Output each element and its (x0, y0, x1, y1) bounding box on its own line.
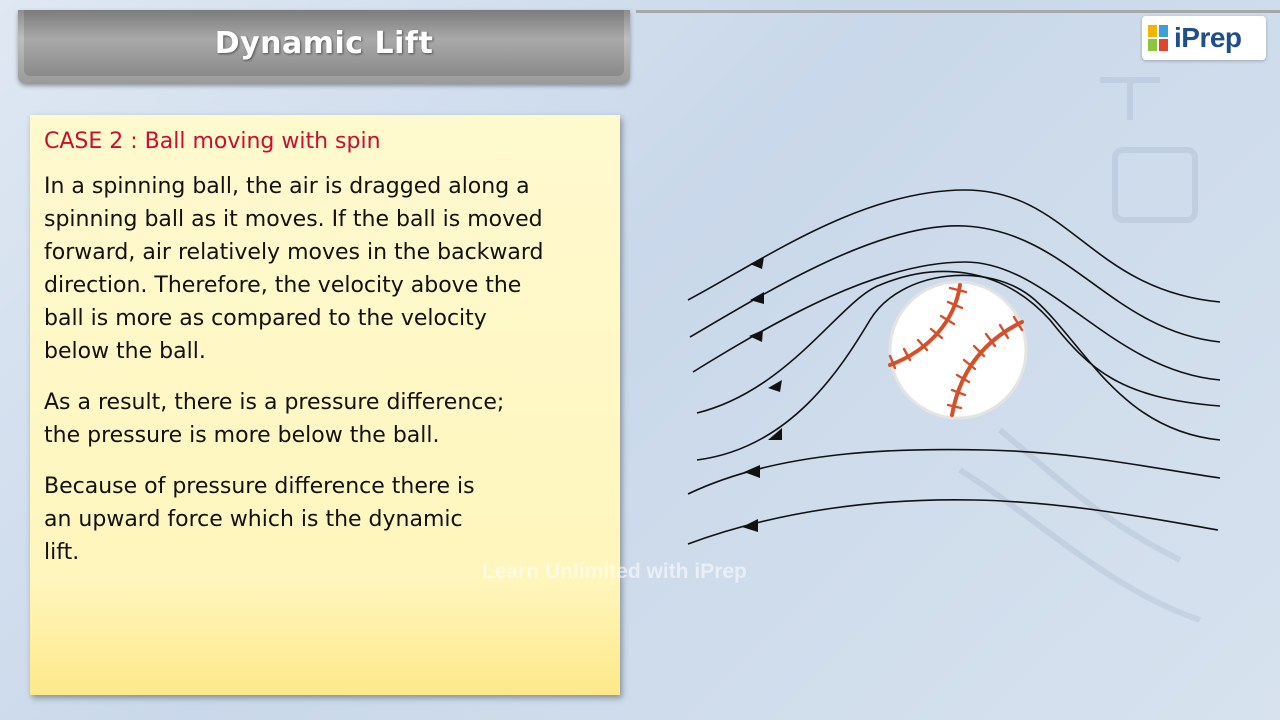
page-title: Dynamic Lift (214, 25, 434, 61)
paragraph-pressure: As a result, there is a pressure differe… (44, 390, 505, 448)
streamline-7 (687, 498, 1219, 545)
streamline-1 (687, 189, 1221, 303)
arrow-7-icon (742, 519, 758, 532)
case-title: CASE 2 : Ball moving with spin (44, 129, 381, 154)
arrow-4-icon (768, 380, 782, 392)
arrow-6-icon (744, 465, 760, 478)
iprep-logo-icon (1148, 25, 1170, 51)
arrow-1-icon (750, 257, 764, 269)
logo-text: iPrep (1174, 22, 1242, 53)
arrow-5-icon (768, 428, 782, 440)
streamline-5 (696, 274, 1221, 461)
baseball-icon (888, 280, 1028, 420)
header-rule (636, 10, 1280, 13)
watermark: Learn Unlimited with iPrep (482, 560, 747, 583)
paragraph-lift: Because of pressure difference there is … (44, 474, 475, 565)
iprep-logo: iPrep (1142, 16, 1266, 60)
streamline-2 (689, 225, 1221, 343)
streamline-6 (687, 448, 1221, 495)
arrow-2-icon (750, 292, 764, 304)
arrow-3-icon (749, 330, 763, 342)
title-bar: Dynamic Lift (18, 10, 630, 84)
explanation-panel: CASE 2 : Ball moving with spin In a spin… (30, 115, 620, 695)
title-inner: Dynamic Lift (24, 10, 624, 76)
paragraph-velocity: In a spinning ball, the air is dragged a… (44, 174, 544, 364)
streamline-3 (692, 261, 1221, 381)
streamline-4 (696, 270, 1221, 414)
